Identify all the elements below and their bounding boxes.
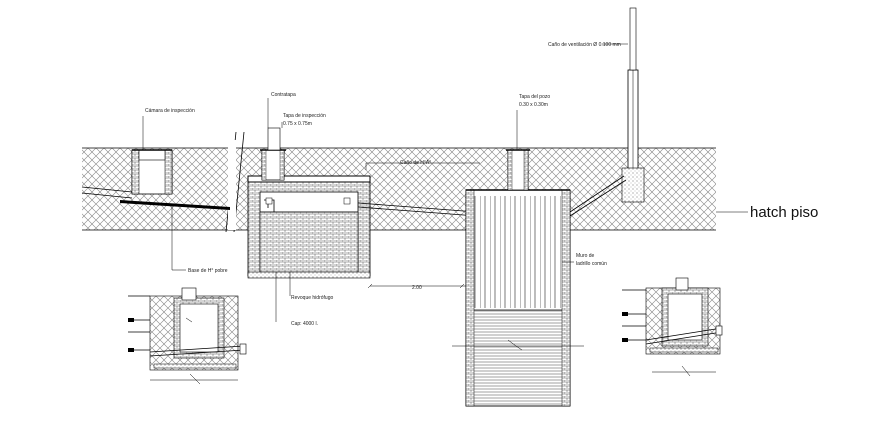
label-tapa-inspeccion-dim: 0.75 x 0.75m [283,121,312,127]
label-hatch-piso: hatch piso [750,204,818,221]
label-camara-inspeccion: Cámara de inspección [145,108,195,114]
detail-right [622,277,723,377]
soil-hatch [82,147,716,231]
absorption-well [367,110,584,407]
label-capacidad: Cap: 4000 l. [291,321,318,327]
label-dimension: 2.00 [412,285,422,291]
detail-left [128,287,247,385]
label-tapa-pozo-dim: 0.30 x 0.30m [519,102,548,108]
label-contratapa: Contratapa [271,92,296,98]
label-tapa-pozo: Tapa del pozo [519,94,550,100]
label-caneria: Caño de H°A° [400,160,431,166]
label-cano-ventilacion: Caño de ventilación Ø 0.100 mm [548,42,621,48]
leader-lines [171,206,748,322]
vent-pipe [569,7,645,217]
inspection-chamber [81,116,230,210]
septic-tank [247,98,371,279]
label-tapa-inspeccion: Tapa de inspección [283,113,326,119]
label-muro-ladrillo-1: Muro de [576,253,595,259]
annotations: Cámara de inspección Contratapa Tapa de … [145,42,818,327]
label-base-ha: Base de H° pobre [188,268,228,274]
break-lines [225,131,245,233]
label-muro-ladrillo-2: ladrillo común [576,261,607,267]
label-revoque: Revoque hidrófugo [291,295,333,301]
